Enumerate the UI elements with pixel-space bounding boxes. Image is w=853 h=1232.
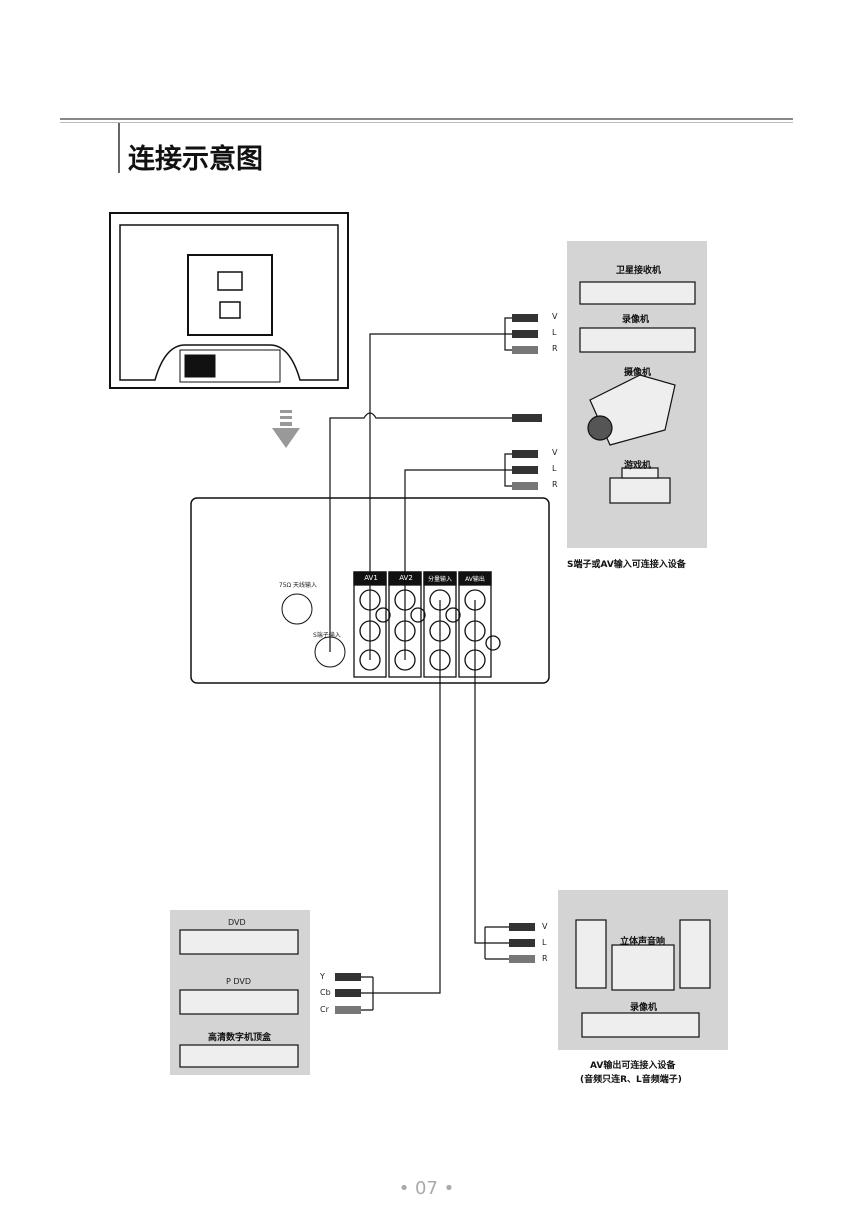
tv-rear-illustration — [109, 212, 349, 389]
header-rule-thin — [60, 122, 793, 123]
device-label: 高清数字机顶盒 — [208, 1033, 272, 1043]
jack-group-label: AV2 — [399, 574, 413, 582]
page-title: 连接示意图 — [128, 144, 263, 175]
cables — [329, 317, 512, 1010]
plug-label: Cr — [320, 1005, 329, 1014]
output-caption-note: (音频只连R、L音频端子) — [580, 1075, 682, 1085]
input-caption: S端子或AV输入可连接入设备 — [567, 560, 686, 570]
plug-label: L — [552, 328, 557, 337]
plug-label: V — [542, 922, 548, 931]
output-caption: AV输出可连接入设备 — [590, 1061, 676, 1071]
plug-label: Cb — [320, 988, 331, 997]
plug-label: L — [542, 938, 547, 947]
s-video-input-label: S端子输入 — [313, 632, 341, 639]
device-label: 卫星接收机 — [616, 266, 662, 276]
plug-label: R — [552, 344, 558, 353]
page-number: • 07 • — [398, 1178, 455, 1199]
title-bar — [118, 123, 120, 173]
plug-label: V — [552, 312, 558, 321]
plug-label: R — [542, 954, 548, 963]
device-label: 游戏机 — [624, 461, 652, 471]
device-label: DVD — [228, 918, 246, 927]
device-label: 立体声音响 — [620, 937, 666, 947]
rca-plugs — [335, 314, 542, 1014]
device-illustrations — [179, 281, 711, 1068]
page-number-text: 07 — [415, 1178, 438, 1199]
device-label: 录像机 — [622, 315, 650, 325]
device-label: 录像机 — [630, 1003, 658, 1013]
jack-group-label: AV输出 — [465, 576, 485, 583]
header-rule — [60, 118, 793, 120]
plug-label: V — [552, 448, 558, 457]
plug-label: R — [552, 480, 558, 489]
antenna-input-label: 75Ω 天线输入 — [278, 582, 318, 589]
jack-group-label: AV1 — [364, 574, 378, 582]
plug-label: L — [552, 464, 557, 473]
jack-group-label: 分量输入 — [427, 576, 452, 583]
down-arrow-icon — [272, 410, 300, 448]
plug-label: Y — [320, 972, 325, 981]
device-label: 摄像机 — [624, 368, 652, 378]
device-label: P DVD — [226, 977, 252, 986]
